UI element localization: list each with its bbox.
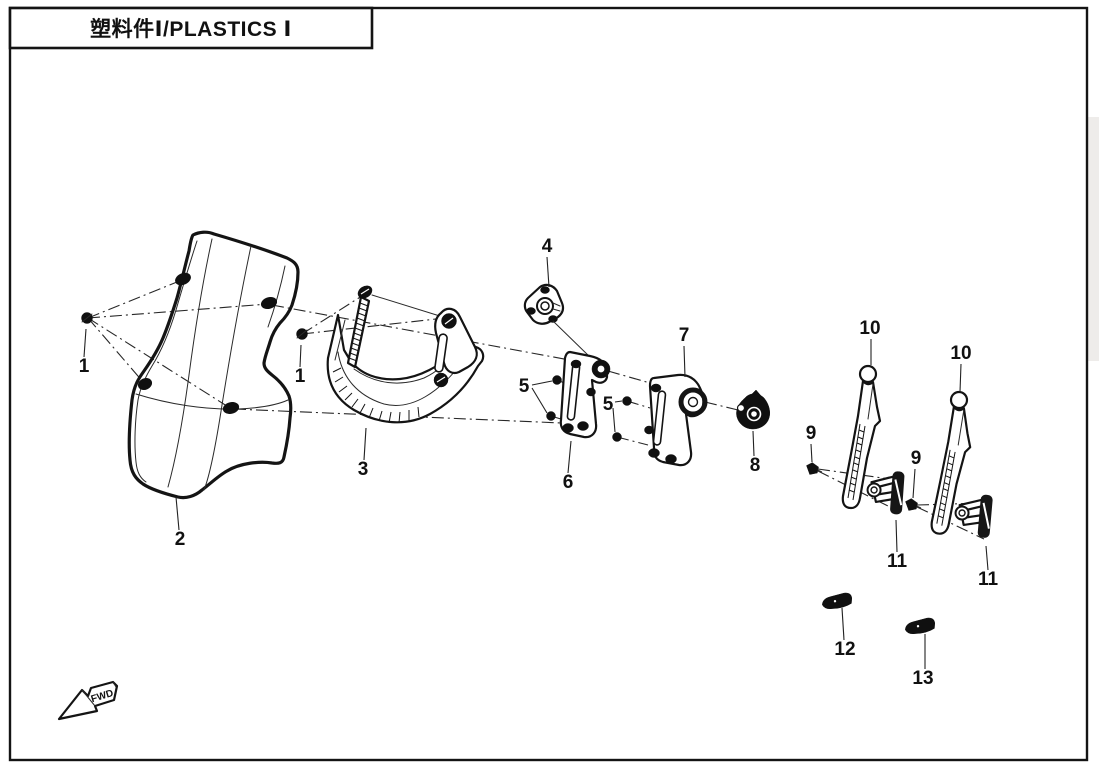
part-1-screws (81, 312, 308, 340)
callout-label-4: 4 (542, 236, 553, 257)
title-block: 塑料件Ⅰ/PLASTICS Ⅰ (8, 6, 374, 50)
sheet-border (8, 6, 1089, 762)
callout-label-13: 13 (912, 668, 933, 689)
part-4-knob (523, 283, 593, 360)
grommet (175, 272, 191, 286)
callout-label-10-right: 10 (950, 343, 971, 364)
callout-label-9-left: 9 (806, 423, 817, 444)
page-title: 塑料件Ⅰ/PLASTICS Ⅰ (90, 18, 292, 41)
screw (546, 411, 556, 421)
callout-label-1-right: 1 (295, 366, 306, 387)
thread-hatching (348, 302, 369, 362)
part-6-bracket (559, 350, 611, 439)
callout-label-5-right: 5 (603, 394, 614, 415)
page-edge-tab (1088, 117, 1099, 361)
adjuster-screw (346, 285, 373, 369)
part-5-screws (531, 375, 632, 442)
grommet (137, 377, 153, 391)
screw (552, 375, 562, 385)
part-7-bracket (644, 373, 708, 467)
grommet (260, 296, 278, 310)
callout-label-2: 2 (175, 529, 186, 550)
callout-labels: 1 1 2 3 4 5 5 6 7 8 9 9 10 10 11 11 12 1… (79, 236, 999, 689)
callout-label-9-right: 9 (911, 448, 922, 469)
callout-label-8: 8 (750, 455, 761, 476)
fwd-marker: FWD (57, 680, 119, 721)
callout-label-5-left: 5 (519, 376, 530, 397)
band-hatching (332, 367, 420, 424)
screw (622, 396, 632, 406)
callout-label-6: 6 (563, 472, 574, 493)
right-arm (433, 307, 478, 388)
callout-label-3: 3 (358, 459, 369, 480)
callout-label-10-left: 10 (859, 318, 880, 339)
callout-label-11-left: 11 (887, 551, 908, 572)
part-8-knob (736, 389, 771, 430)
grommet (222, 402, 240, 414)
callout-label-7: 7 (679, 325, 690, 346)
screw (612, 432, 622, 442)
callout-label-12: 12 (834, 639, 855, 660)
callout-leaders (83, 256, 989, 669)
callout-label-1-left: 1 (79, 356, 90, 377)
callout-label-11-right: 11 (978, 569, 999, 590)
part-2-windshield (127, 230, 300, 500)
part-3-bracket (326, 285, 485, 424)
